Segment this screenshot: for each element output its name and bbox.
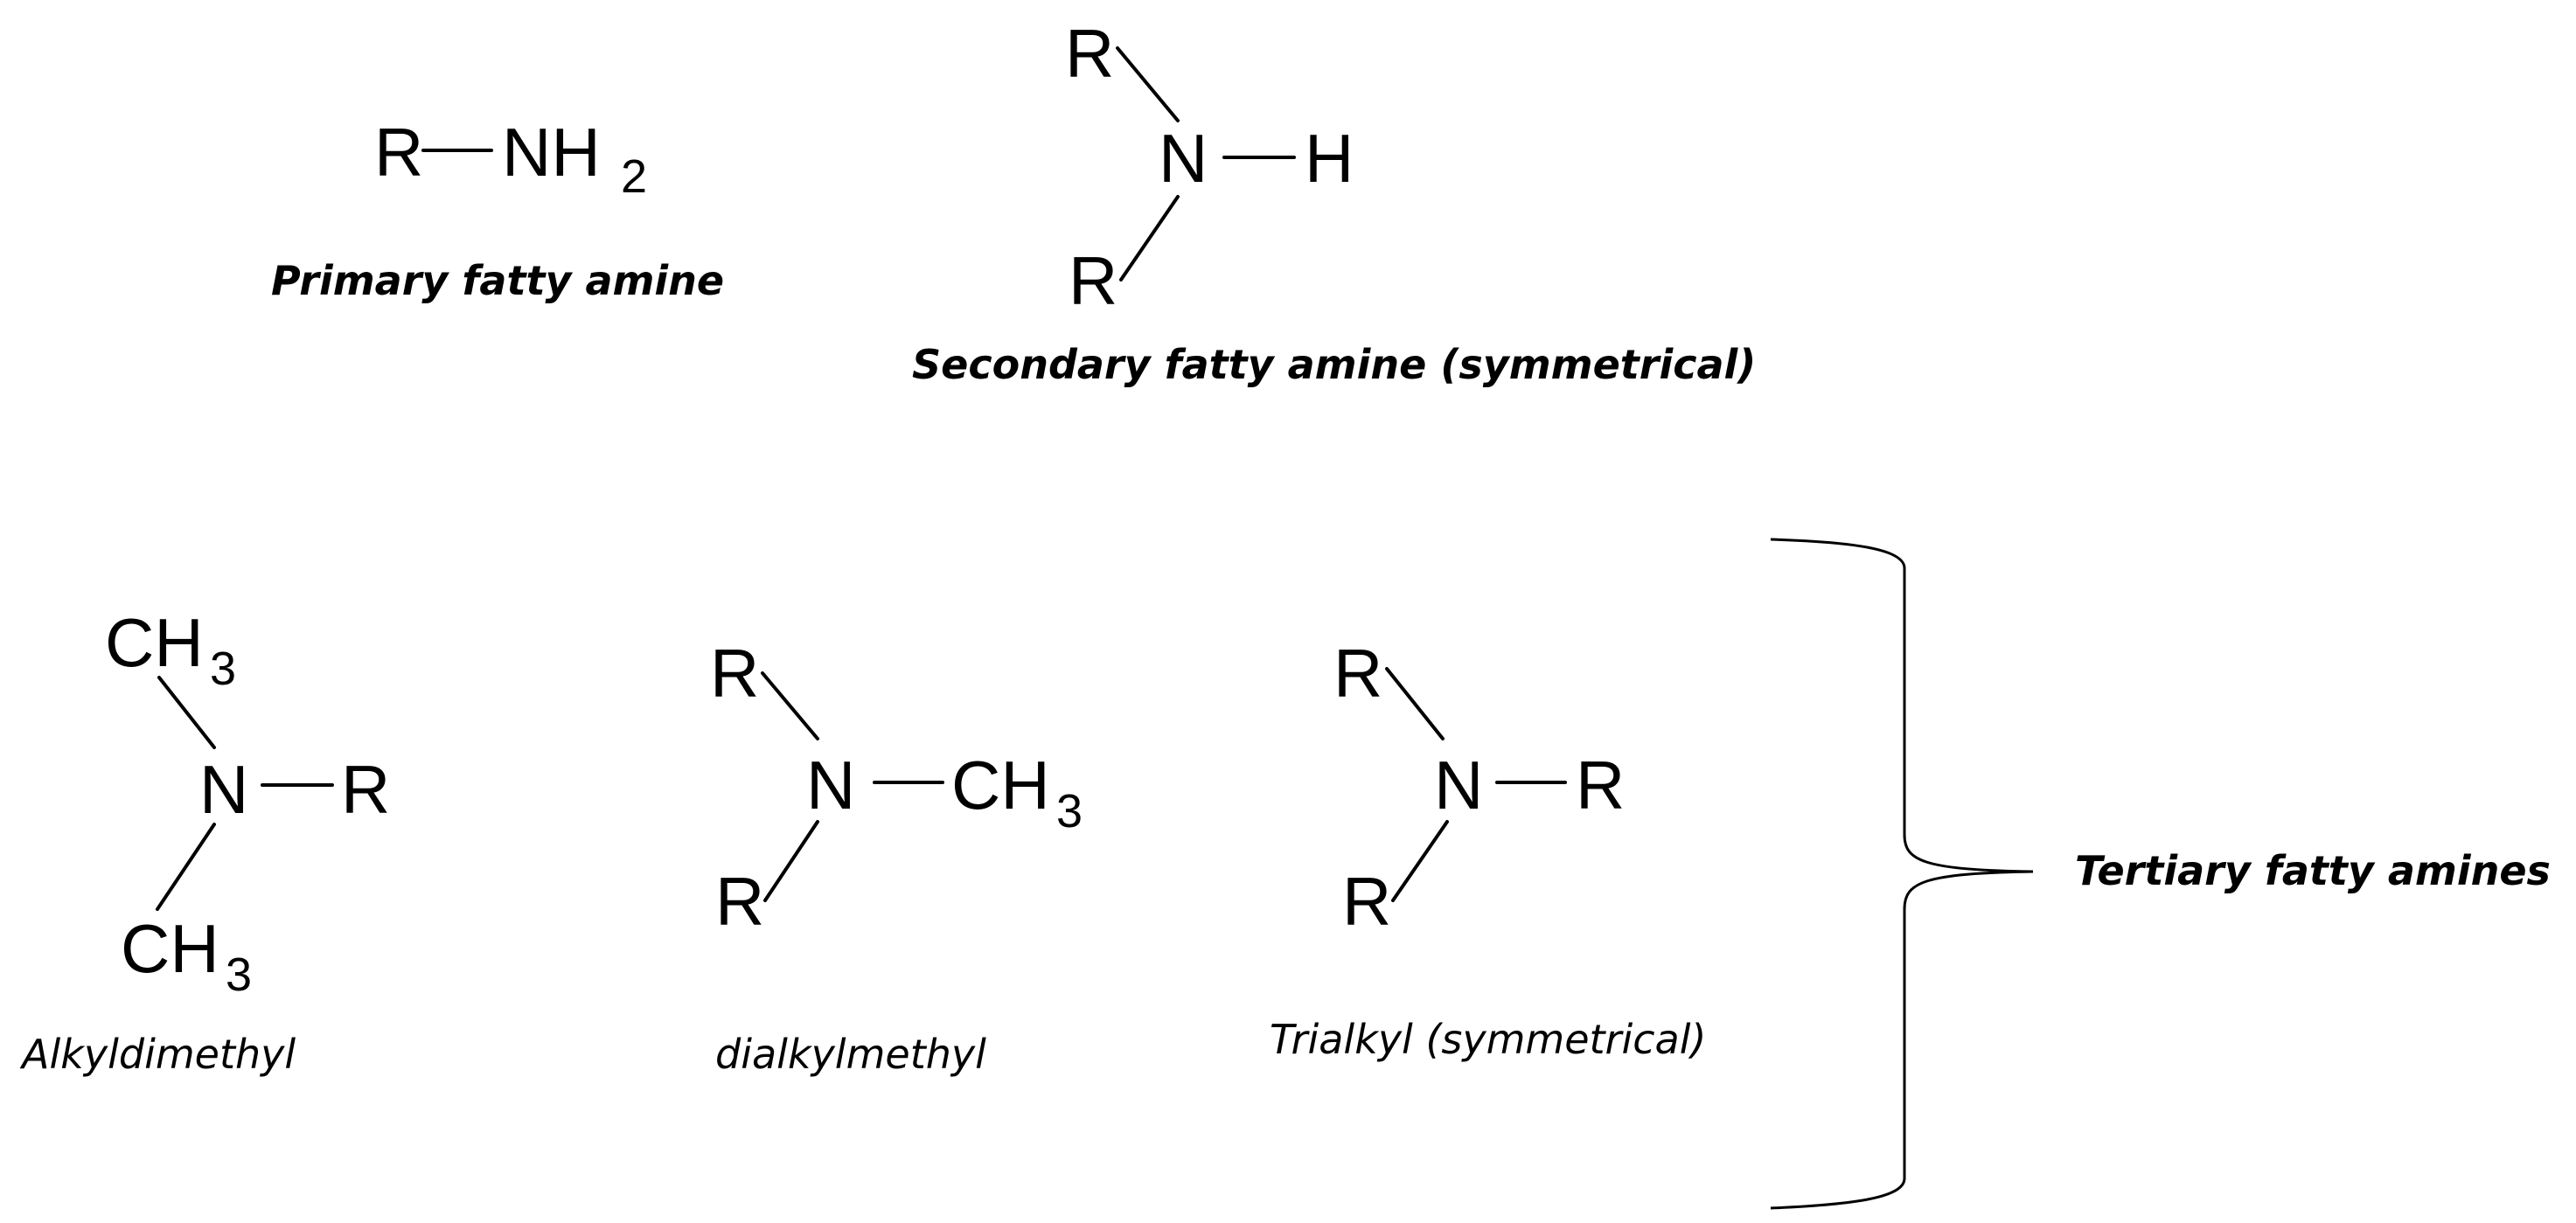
atom-r-top: R <box>1333 635 1382 712</box>
bond-ch3-n-top <box>157 676 216 749</box>
atom-r-bottom: R <box>1342 863 1391 940</box>
caption-dialkylmethyl: dialkylmethyl <box>715 1031 986 1078</box>
atom-r-top: R <box>1065 15 1114 92</box>
atom-r-top: R <box>710 635 759 712</box>
atom-r-right: R <box>1576 747 1625 823</box>
bond-r-n-top <box>1116 46 1180 122</box>
atom-ch: CH <box>951 747 1050 823</box>
bond-r-n-bottom <box>1119 195 1180 281</box>
bond-r-n-top <box>1385 667 1445 740</box>
bond-r-n-bottom <box>1391 820 1449 902</box>
atom-n: N <box>199 751 248 828</box>
atom-r-bottom: R <box>715 863 764 940</box>
right-curly-brace <box>1770 538 2034 1210</box>
subscript-3: 3 <box>1056 785 1083 837</box>
atom-nh: NH <box>502 114 601 191</box>
caption-trialkyl: Trialkyl (symmetrical) <box>1270 1016 1706 1063</box>
atom-h: H <box>1305 120 1354 197</box>
atom-ch-top: CH <box>105 604 204 681</box>
atom-n: N <box>1434 747 1483 823</box>
atom-n: N <box>1159 120 1208 197</box>
bond-ch3-n-bottom <box>156 823 216 911</box>
atom-n: N <box>806 747 855 823</box>
subscript-3-bottom: 3 <box>226 949 252 1001</box>
caption-primary-fatty-amine: Primary fatty amine <box>271 257 724 304</box>
dialkylmethyl-structure: R N CH 3 R <box>710 635 1083 940</box>
bond-r-n-top <box>761 671 819 740</box>
caption-alkyldimethyl: Alkyldimethyl <box>19 1031 296 1078</box>
secondary-amine-structure: R N H R <box>1065 15 1354 319</box>
atom-r: R <box>374 114 423 191</box>
bond-r-n-bottom <box>763 820 819 902</box>
caption-secondary-fatty-amine: Secondary fatty amine (symmetrical) <box>912 341 1756 388</box>
subscript-3-top: 3 <box>210 643 236 695</box>
atom-ch-bottom: CH <box>121 910 219 987</box>
caption-tertiary-fatty-amines: Tertiary fatty amines <box>2075 847 2551 894</box>
primary-amine-structure: R NH 2 <box>374 114 647 203</box>
atom-r: R <box>341 751 390 828</box>
alkyldimethyl-structure: CH 3 N R CH 3 <box>105 604 390 1001</box>
atom-r-bottom: R <box>1069 242 1117 319</box>
subscript-2: 2 <box>621 150 647 203</box>
trialkyl-structure: R N R R <box>1333 635 1625 940</box>
